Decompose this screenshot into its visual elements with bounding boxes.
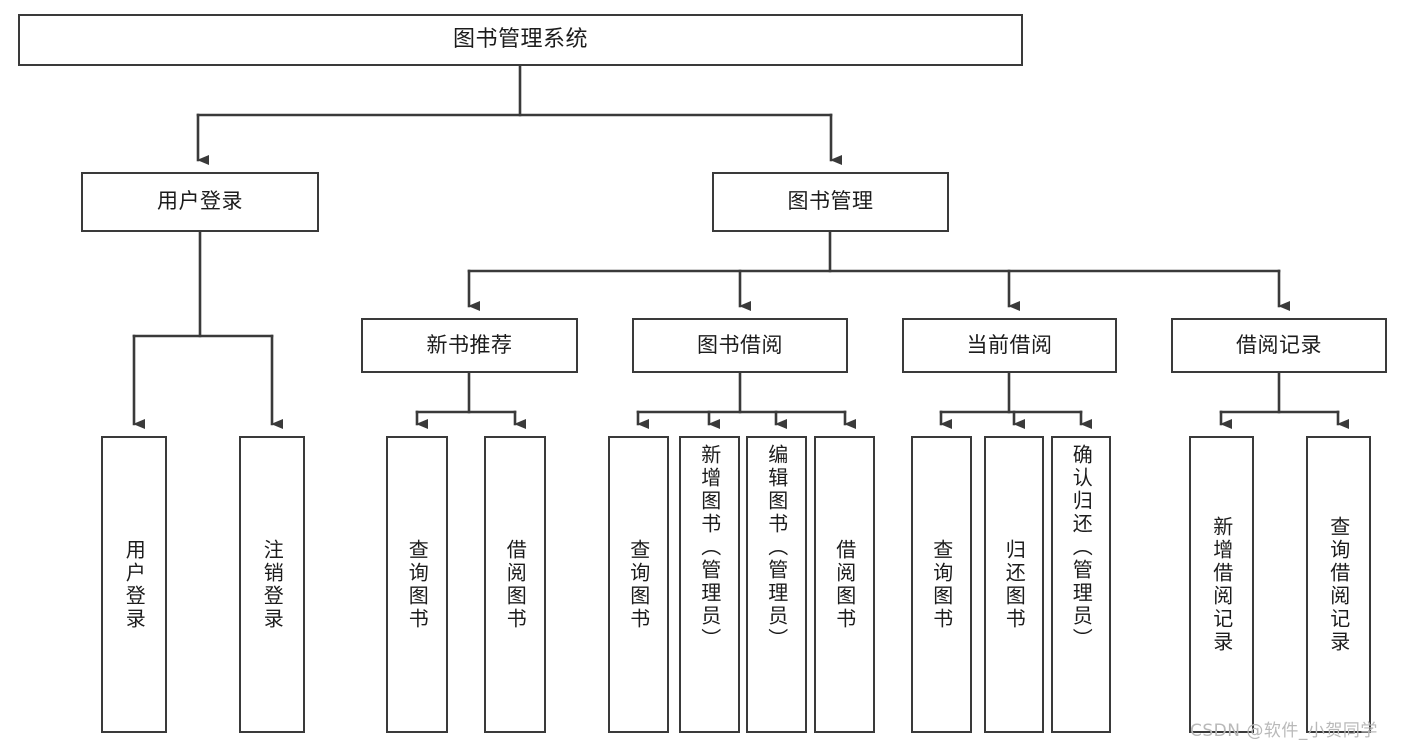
node-label: 查询图书 bbox=[405, 538, 430, 631]
node-label: 用户登录 bbox=[122, 538, 147, 631]
leaf-return-book[interactable]: 归还图书 bbox=[984, 436, 1044, 733]
leaf-query-book-newbook[interactable]: 查询图书 bbox=[386, 436, 448, 733]
leaf-borrow-book-newbook[interactable]: 借阅图书 bbox=[484, 436, 546, 733]
leaf-query-book-current[interactable]: 查询图书 bbox=[911, 436, 972, 733]
node-label: 用户登录 bbox=[157, 189, 243, 214]
node-book-management[interactable]: 图书管理 bbox=[712, 172, 949, 232]
node-label: 编辑图书（管理员） bbox=[764, 444, 789, 651]
node-label: 查询图书 bbox=[929, 538, 954, 631]
node-label: 查询图书 bbox=[626, 538, 651, 631]
leaf-user-login[interactable]: 用户登录 bbox=[101, 436, 167, 733]
node-borrow-record[interactable]: 借阅记录 bbox=[1171, 318, 1387, 373]
node-label: 借阅图书 bbox=[503, 538, 528, 631]
node-label: 当前借阅 bbox=[966, 332, 1053, 357]
csdn-watermark: CSDN @软件_小贺同学 bbox=[1190, 721, 1378, 741]
node-label: 图书借阅 bbox=[697, 332, 783, 357]
node-label: 注销登录 bbox=[260, 538, 285, 631]
leaf-query-book-borrow[interactable]: 查询图书 bbox=[608, 436, 669, 733]
node-book-borrow[interactable]: 图书借阅 bbox=[632, 318, 848, 373]
leaf-logout-login[interactable]: 注销登录 bbox=[239, 436, 305, 733]
node-label: 确认归还（管理员） bbox=[1069, 444, 1094, 651]
leaf-borrow-book[interactable]: 借阅图书 bbox=[814, 436, 875, 733]
node-label: 借阅图书 bbox=[832, 538, 857, 631]
leaf-query-borrow-record[interactable]: 查询借阅记录 bbox=[1306, 436, 1371, 733]
node-current-borrow[interactable]: 当前借阅 bbox=[902, 318, 1117, 373]
node-label: 归还图书 bbox=[1002, 538, 1027, 631]
leaf-add-borrow-record[interactable]: 新增借阅记录 bbox=[1189, 436, 1254, 733]
node-new-book-recommend[interactable]: 新书推荐 bbox=[361, 318, 578, 373]
node-label: 新增图书（管理员） bbox=[697, 444, 722, 651]
leaf-add-book-admin[interactable]: 新增图书（管理员） bbox=[679, 436, 740, 733]
node-user-login[interactable]: 用户登录 bbox=[81, 172, 319, 232]
node-label: 新书推荐 bbox=[426, 332, 513, 357]
node-label: 新增借阅记录 bbox=[1209, 515, 1234, 654]
leaf-edit-book-admin[interactable]: 编辑图书（管理员） bbox=[746, 436, 807, 733]
leaf-confirm-return-admin[interactable]: 确认归还（管理员） bbox=[1051, 436, 1111, 733]
node-root-system[interactable]: 图书管理系统 bbox=[18, 14, 1023, 66]
node-label: 图书管理 bbox=[787, 189, 874, 214]
node-label: 借阅记录 bbox=[1236, 332, 1322, 357]
node-label: 查询借阅记录 bbox=[1326, 515, 1351, 654]
node-label: 图书管理系统 bbox=[452, 26, 588, 52]
